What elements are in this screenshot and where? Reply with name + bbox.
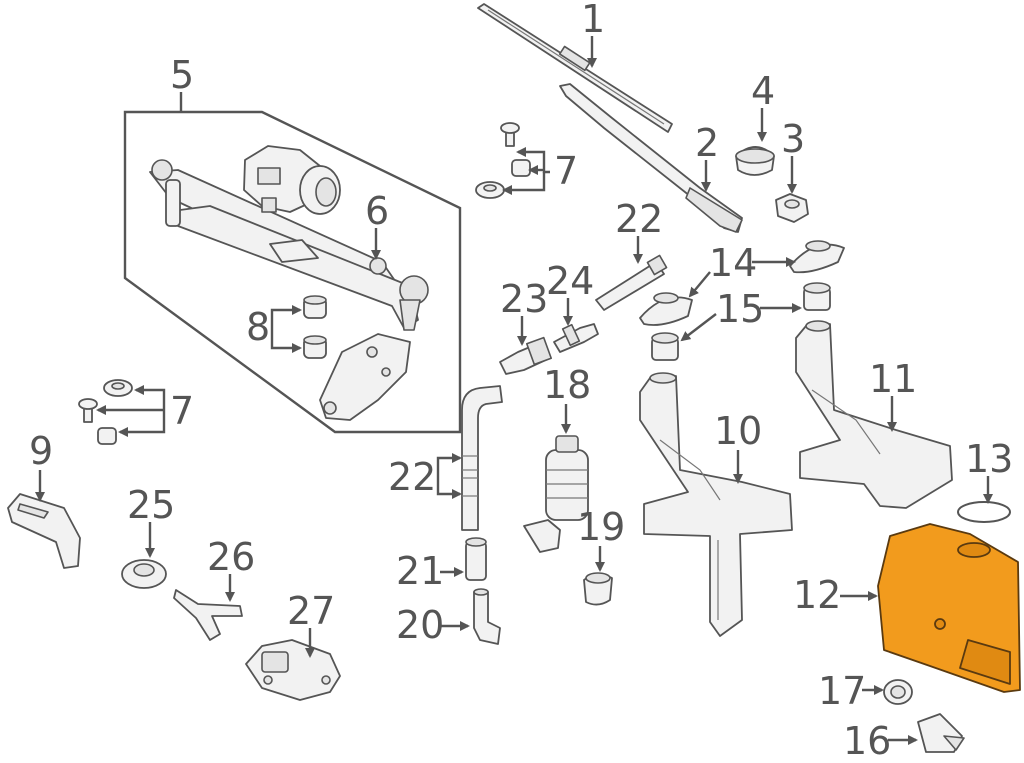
hex-nut-part [775,193,809,223]
callout-2: 2 [695,121,719,165]
callout-27: 27 [287,589,335,633]
callout-5: 5 [170,53,194,97]
fastener-set-upper [475,122,531,199]
callout-21: 21 [396,549,444,593]
retaining-clip-part [917,713,965,753]
hose-upper-part [595,254,668,311]
linkage-mount-plate [319,333,411,421]
filler-neck-right [795,320,953,509]
callout-23: 23 [500,277,548,321]
callout-22-lower: 22 [388,455,436,499]
callout-10: 10 [714,409,762,453]
clamp-ring-part [957,501,1011,523]
grommet-25-part [121,559,167,589]
hose-lower-part [461,385,503,531]
callout-7-lower: 7 [170,389,194,433]
callout-9: 9 [29,429,53,473]
fastener-set-lower [78,379,133,445]
wiper-linkage-assembly [149,159,429,331]
callout-14: 14 [709,241,757,285]
washer-nozzle-pair [639,240,845,326]
callout-20: 20 [396,603,444,647]
callout-7-upper: 7 [554,149,578,193]
callout-24: 24 [546,259,594,303]
connector-23-part [499,336,553,375]
washer-reservoir-highlighted [877,523,1021,693]
callout-15: 15 [716,287,764,331]
callout-11: 11 [869,357,917,401]
tee-connector-part [173,589,243,641]
pump-grommet-part [583,572,613,606]
callout-6: 6 [365,189,389,233]
filler-neck-left [639,372,793,637]
wiper-arm-part [559,83,743,233]
callout-4: 4 [751,69,775,113]
nut-cover-cap [735,146,775,176]
nozzle-grommet-pair [651,282,831,361]
callout-19: 19 [577,505,625,549]
callout-17: 17 [818,669,866,713]
callout-18: 18 [543,363,591,407]
callout-16: 16 [843,719,891,763]
check-valve-part [553,323,599,353]
wiper-linkage-box [123,110,462,434]
callout-25: 25 [127,483,175,527]
hose-sleeve-part [465,537,487,581]
reservoir-grommet-part [883,679,913,705]
grommet-pair-part [303,295,327,359]
elbow-fitting-part [473,588,501,645]
mount-bracket-part [7,493,81,569]
wiper-motor-part [243,145,341,215]
callout-22-upper: 22 [615,197,663,241]
callout-labels: 1 2 3 4 5 6 7 7 8 9 10 11 12 13 14 15 16… [29,0,1013,763]
callout-1: 1 [581,0,605,41]
callout-8: 8 [246,305,270,349]
nozzle-heater-part [245,639,341,701]
washer-pump-part [523,435,589,553]
wiper-blade-part [477,3,673,133]
leader-lines [35,36,993,745]
callout-12: 12 [793,573,841,617]
callout-3: 3 [781,117,805,161]
callout-13: 13 [965,437,1013,481]
callout-26: 26 [207,535,255,579]
